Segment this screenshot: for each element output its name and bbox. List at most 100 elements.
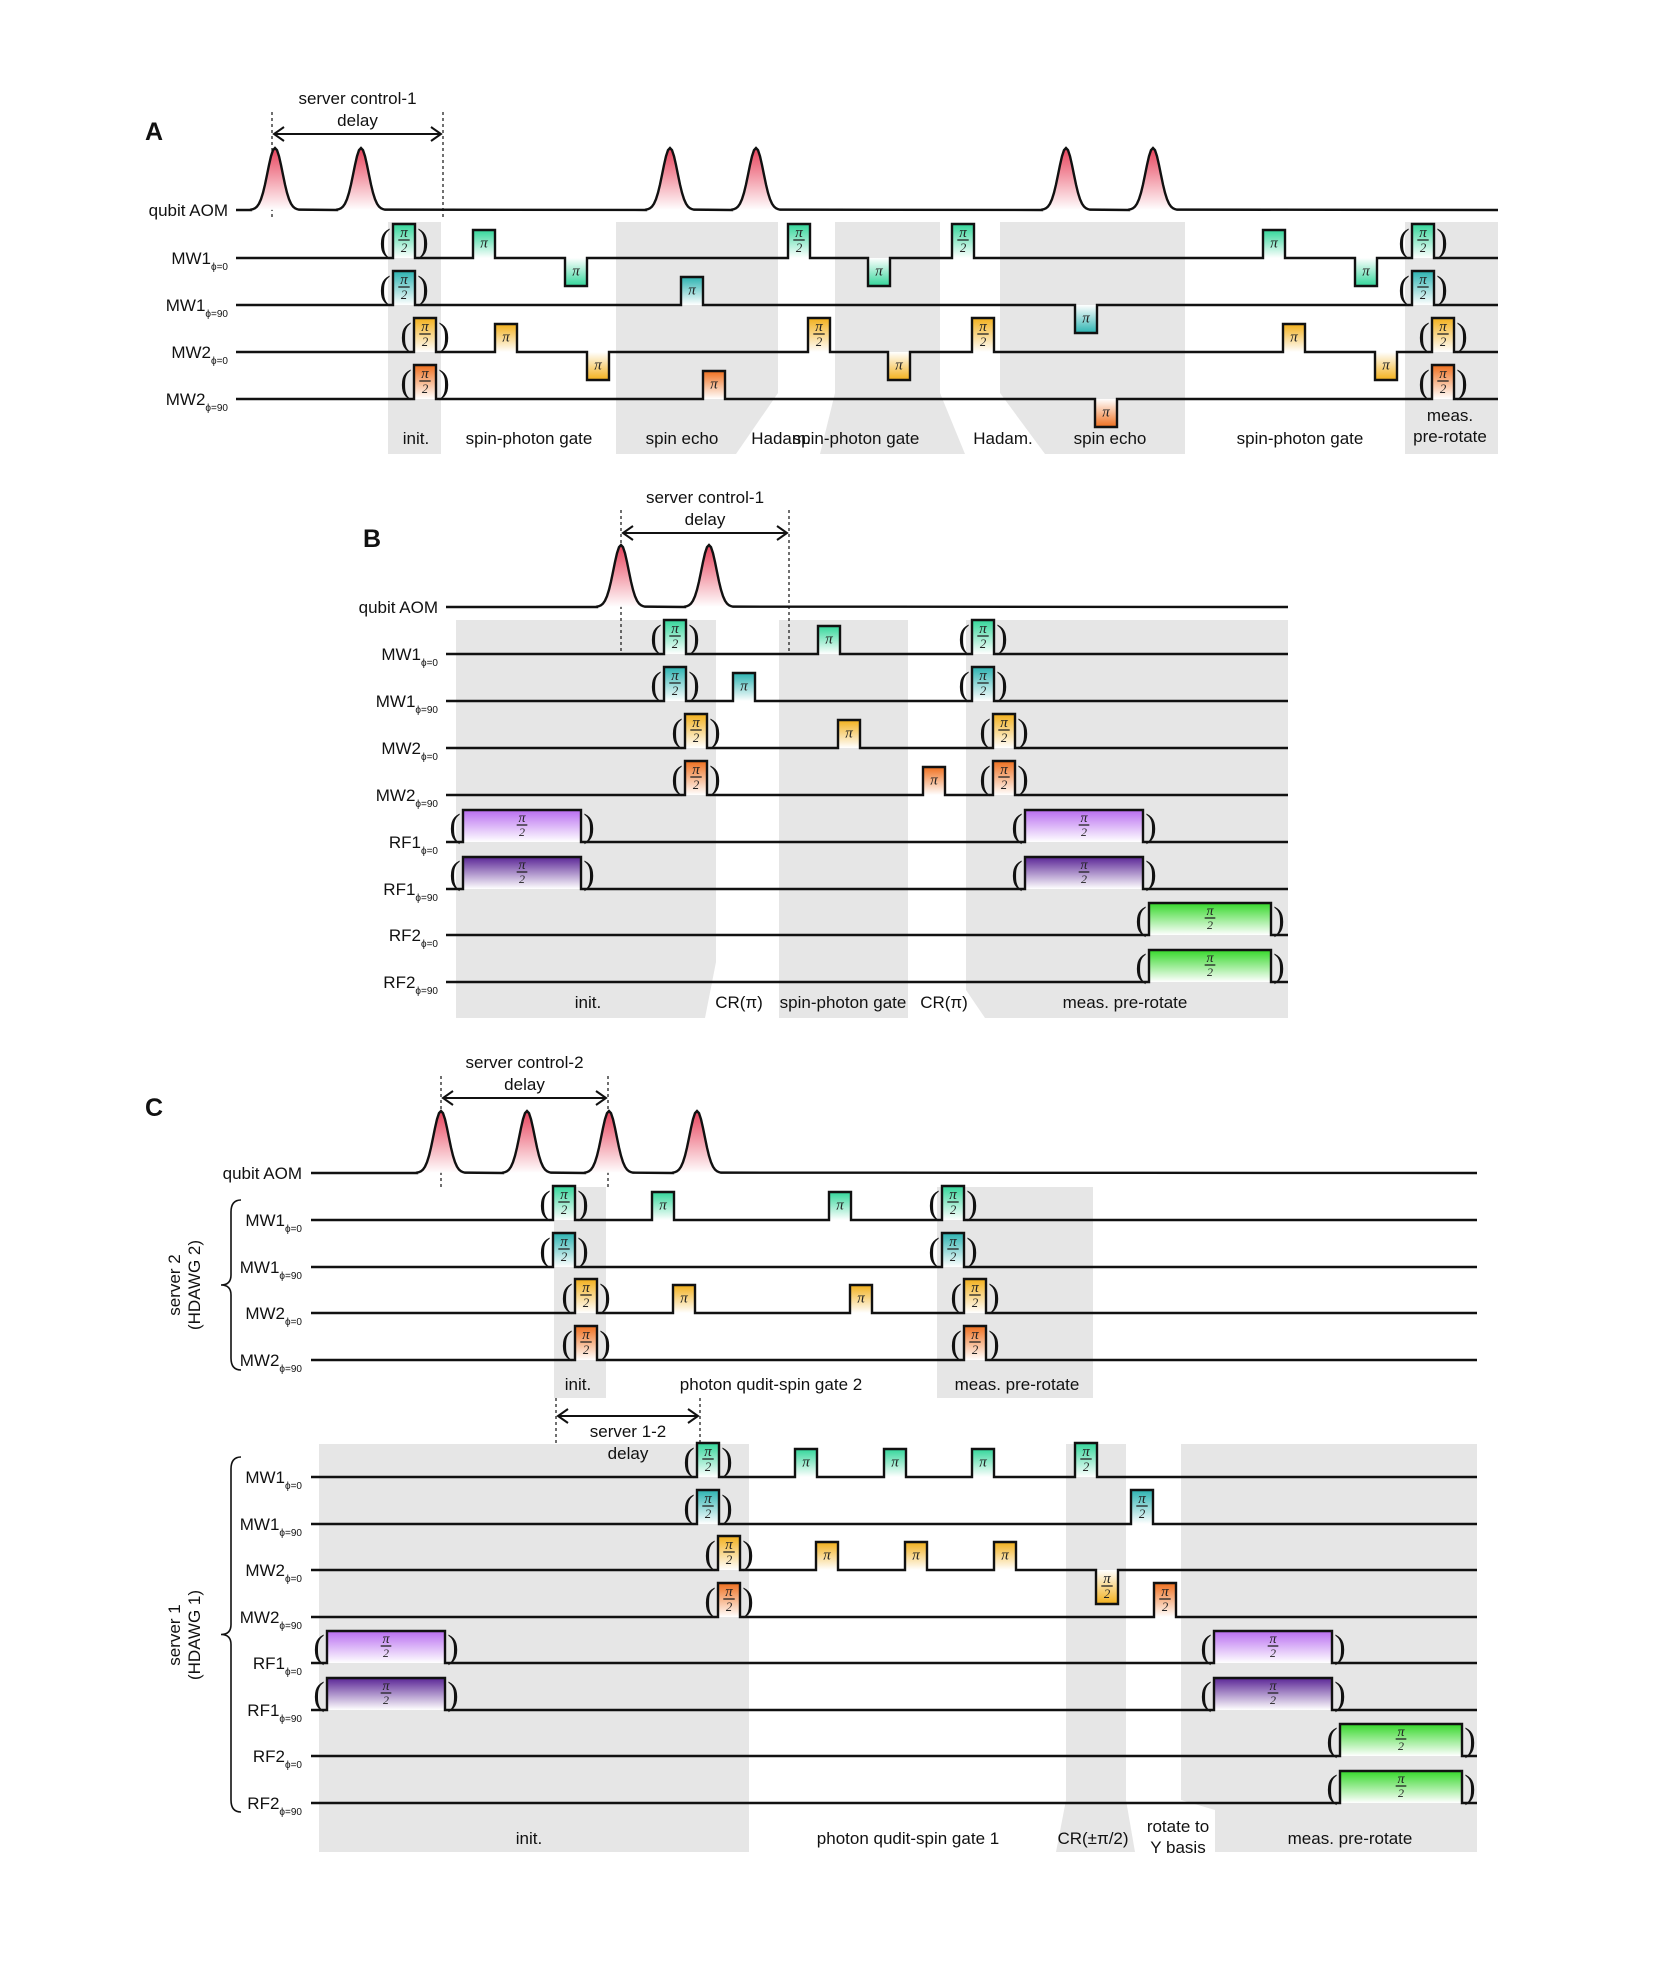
panel-c-s2-mw2-0-pulse-3-label-den: 2	[972, 1296, 979, 1310]
panel-c-s1-row-label-6-text: RF2ϕ=0	[253, 1747, 303, 1771]
panel-c-s1-mw2-0-pulse-0-parens-open: (	[704, 1535, 715, 1572]
panel-c-s1-rf1-90-pulse-1-label-den: 2	[1270, 1693, 1276, 1707]
panel-b-mw1-0-pulse-2-label-num: π	[979, 621, 987, 637]
panel-b-seg-2: spin-photon gate	[780, 993, 907, 1012]
panel-c-s1-seg-1: photon qudit-spin gate 1	[817, 1829, 999, 1848]
panel-a-mw1-0-pulse-6-label: π	[1270, 235, 1278, 251]
panel-c-s1-rf1-0-pulse-0-parens-open: (	[313, 1629, 324, 1666]
panel-c-s1-mw1-90-pulse-1-label-den: 2	[1139, 1507, 1146, 1521]
panel-c-server2-label-l2: (HDAWG 2)	[185, 1240, 204, 1330]
panel-b-rf1-0-pulse-0-label: π2	[516, 811, 528, 839]
panel-b-delay-label: server control-1	[646, 488, 764, 507]
panel-c-s1-rf2-90: π2()	[311, 1769, 1477, 1806]
panel-c-delay-ctrl2-label: server control-2	[465, 1053, 583, 1072]
panel-c-s1-rf1-0-pulse-1-label: π2	[1267, 1632, 1279, 1660]
panel-c-s2-mw1-90-pulse-0	[553, 1233, 575, 1267]
panel-a-mw2-0-pulse-6	[1283, 324, 1305, 352]
panel-b-seg-4: meas. pre-rotate	[1063, 993, 1188, 1012]
panel-c-s1-mw1-0-pulse-3	[972, 1449, 994, 1477]
panel-c-s1-mw1-0-pulse-0-parens-open: (	[683, 1442, 694, 1479]
panel-a-mw2-90-pulse-3-parens-close: )	[1456, 364, 1467, 401]
panel-c-s1-row-label-0-text: MW1ϕ=0	[245, 1468, 302, 1492]
panel-b-mw2-90-pulse-2-label: π2	[998, 762, 1010, 792]
panel-b-mw1-90-pulse-0-label-num: π	[671, 668, 679, 684]
panel-c-s2-mw1-0-pulse-1	[652, 1192, 674, 1220]
panel-a-aom-peak-4	[1042, 148, 1090, 210]
panel-c-s1-rf1-0-pulse-0-label: π2	[380, 1632, 392, 1660]
panel-a-seg-8-l2: pre-rotate	[1413, 427, 1487, 446]
panel-b-rf2-90-pulse-0-label-num: π	[1206, 951, 1214, 966]
panel-a-mw1-0-pulse-5-label-num: π	[959, 225, 967, 241]
panel-a-mw2-0-pulse-4-label: π	[895, 357, 903, 373]
panel-a-seg-2: spin echo	[646, 429, 719, 448]
panel-c-s2-mw1-0-pulse-2-label: π	[836, 1197, 844, 1213]
panel-b-mw1-0-pulse-2-label: π2	[977, 621, 989, 651]
panel-a-mw1-90-pulse-3-parens-close: )	[1436, 270, 1447, 307]
panel-c-s2-seg-0: init.	[565, 1375, 591, 1394]
panel-c-s1-rf2-90-pulse-0-parens-close: )	[1464, 1769, 1475, 1806]
panel-c-server2-label: server 2(HDAWG 2)	[165, 1240, 204, 1330]
panel-b-row-label-6: RF1ϕ=90	[383, 880, 438, 904]
panel-a-aom-peak-1	[337, 148, 385, 210]
panel-c-s2-mw2-90-pulse-1-label-num: π	[971, 1327, 979, 1343]
panel-a-mw2-90-pulse-2	[1095, 399, 1117, 427]
panel-a-mw2-0-pulse-5-label-num: π	[979, 319, 987, 335]
panel-a-seg-8-l1: meas.	[1427, 406, 1473, 425]
panel-c-s2-mw2-90-pulse-0-label: π2	[580, 1327, 592, 1357]
panel-a-mw2-0-pulse-3	[808, 318, 830, 352]
panel-a-mw1-0-pulse-8-label-den: 2	[1420, 241, 1427, 255]
panel-c-s1-mw1-90: π2()π2	[311, 1488, 1477, 1526]
panel-b-mw2-90-pulse-0-label: π2	[690, 762, 702, 792]
panel-a-seg-8: meas. pre-rotate	[1413, 406, 1487, 446]
panel-c-s1-seg-3: rotate toY basis	[1147, 1817, 1209, 1857]
panel-b-letter: B	[363, 525, 381, 553]
panel-c-aom-label-text: qubit AOM	[223, 1164, 302, 1183]
panel-a-mw2-90-pulse-0	[414, 365, 436, 399]
panel-a-mw2-0-pulse-8-label-num: π	[1439, 319, 1447, 335]
panel-c-s1-rf2-0-pulse-0-label-den: 2	[1398, 1739, 1404, 1753]
panel-c-s1-rf1-90: π2()π2()	[311, 1676, 1477, 1713]
panel-a-mw1-0-pulse-1-label: π	[480, 235, 488, 251]
panel-a-mw1-0-pulse-0-parens-open: (	[379, 223, 390, 260]
panel-b-shade-gate	[779, 620, 908, 1018]
panel-b-mw1-90-pulse-0	[664, 667, 686, 701]
panel-b-rf2-90-pulse-0-parens-open: (	[1135, 948, 1146, 985]
panel-c-aom-peak-2	[585, 1111, 633, 1173]
panel-b-rf2-90-line	[446, 948, 1288, 984]
panel-c-s2-mw1-0-pulse-2	[829, 1192, 851, 1220]
panel-a-seg-5: Hadam.	[973, 429, 1033, 448]
panel-b-mw2-90-pulse-2-label-num: π	[1000, 762, 1008, 778]
panel-b-mw2-90-pulse-2-label-den: 2	[1001, 778, 1008, 792]
panel-a-row-label-3-text: MW2ϕ=0	[171, 343, 228, 367]
panel-c-s1-rf1-90-pulse-1-parens-close: )	[1334, 1676, 1345, 1713]
panel-c-s2-mw1-0-pulse-0-parens-close: )	[577, 1185, 588, 1222]
panel-c-s2-mw1-90-pulse-0-label: π2	[558, 1234, 570, 1264]
panel-b-rf2-0-line	[446, 901, 1288, 937]
panel-b-rf2-90: π2()	[446, 948, 1288, 985]
panel-b-mw2-0: π2()ππ2()	[446, 712, 1288, 750]
panel-b-rf1-90-pulse-1-parens-open: (	[1011, 855, 1022, 892]
panel-c-s2-mw1-90-pulse-1-label-num: π	[949, 1234, 957, 1250]
panel-c-s2-mw2-90-pulse-0-parens-close: )	[599, 1325, 610, 1362]
panel-c-s2-row-label-3-text: MW2ϕ=90	[240, 1351, 303, 1375]
panel-c-s1-mw1-90-pulse-1-label-num: π	[1138, 1491, 1146, 1507]
panel-a-seg-1-l1: spin-photon gate	[466, 429, 593, 448]
panel-b-delay-label2: delay	[685, 510, 726, 529]
panel-c-s1-mw2-0-pulse-0	[718, 1536, 740, 1570]
panel-b-rf2-0-pulse-0-label-num: π	[1206, 904, 1214, 919]
panel-c-s1-mw2-0-pulse-3-label: π	[1001, 1547, 1009, 1563]
panel-a-mw1-0-pulse-0-label: π2	[398, 225, 410, 255]
panel-c-s2-mw2-90-pulse-1-label: π2	[969, 1327, 981, 1357]
panel-a-mw1-0-pulse-5-label-den: 2	[960, 241, 967, 255]
panel-c-s1-rf1-0: π2()π2()	[311, 1629, 1477, 1666]
panel-c-delay-ctrl2-label2: delay	[504, 1075, 545, 1094]
panel-c-s1-rf2-0-pulse-0-label-num: π	[1397, 1725, 1405, 1740]
panel-a-mw1-0-pulse-5	[952, 224, 974, 258]
panel-b-aom-line	[446, 543, 1289, 609]
panel-c-brace-s2	[220, 1199, 242, 1371]
panel-b-rf1-0: π2()π2()	[446, 808, 1288, 845]
panel-c-aom-label: qubit AOM	[223, 1164, 302, 1183]
panel-a-mw2-0-pulse-0-label-num: π	[421, 319, 429, 335]
